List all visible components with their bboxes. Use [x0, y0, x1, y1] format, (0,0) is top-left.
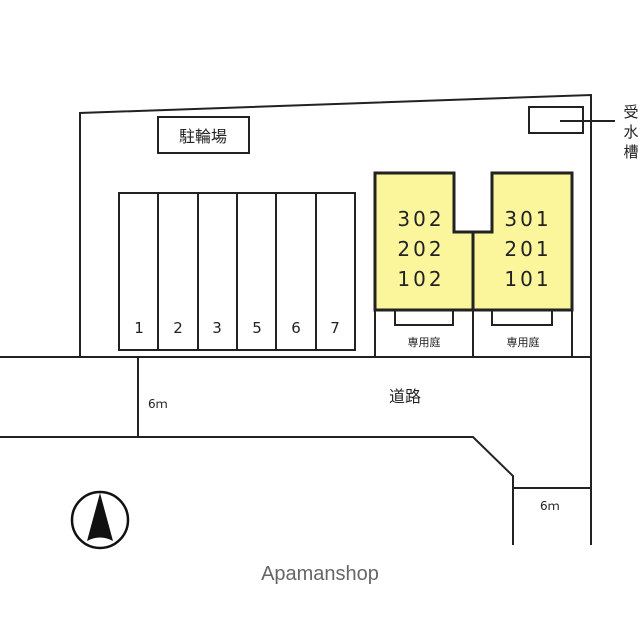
road-edge-bottom [0, 436, 514, 545]
svg-text:槽: 槽 [623, 143, 638, 161]
bike-parking-label: 駐輪場 [179, 127, 227, 146]
room-number: 101 [504, 267, 551, 291]
room-number: 202 [397, 237, 444, 261]
svg-text:受: 受 [623, 103, 638, 121]
north-arrow-icon [70, 490, 130, 550]
room-number: 301 [504, 207, 551, 231]
bike-stall-number: 7 [330, 319, 340, 337]
private-gardens: 専用庭 専用庭 [374, 310, 573, 357]
garden-label: 専用庭 [408, 335, 441, 349]
water-tank-label: 受 水 槽 [623, 103, 638, 161]
road-label: 道路 [389, 387, 421, 406]
site-boundary [79, 93, 592, 545]
room-number: 102 [397, 267, 444, 291]
svg-text:水: 水 [623, 123, 638, 141]
bike-stall-number: 3 [212, 319, 222, 337]
road-width-right: 6ｍ [540, 499, 560, 513]
bike-stall-number: 2 [173, 319, 183, 337]
room-number: 302 [397, 207, 444, 231]
road-width-left: 6ｍ [148, 397, 168, 411]
garden-label: 専用庭 [507, 335, 540, 349]
room-number: 201 [504, 237, 551, 261]
bike-parking-label-box [157, 116, 250, 154]
bike-stalls: 1 2 3 5 6 7 [118, 192, 356, 351]
watermark: Apamanshop [261, 563, 379, 585]
bike-stall-number: 5 [252, 319, 262, 337]
bike-stall-number: 1 [134, 319, 144, 337]
bike-stall-number: 6 [291, 319, 301, 337]
